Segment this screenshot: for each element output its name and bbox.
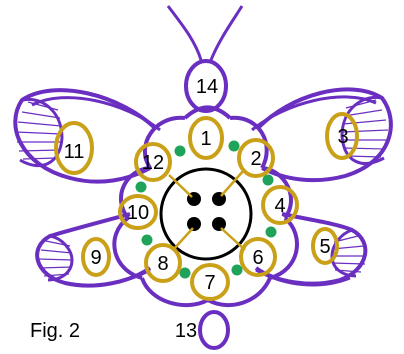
ring-11 xyxy=(54,121,94,175)
label-3: 3 xyxy=(337,126,348,148)
label-10: 10 xyxy=(127,202,149,224)
label-8: 8 xyxy=(157,253,168,275)
label-13: 13 xyxy=(175,320,197,342)
label-6: 6 xyxy=(252,247,263,269)
label-9: 9 xyxy=(90,247,101,269)
ring-5 xyxy=(311,227,339,265)
ring-1 xyxy=(188,116,224,160)
beads xyxy=(135,140,277,279)
bead xyxy=(228,140,240,152)
button xyxy=(159,167,253,261)
gold-rings xyxy=(54,112,359,301)
bead xyxy=(179,267,191,279)
figure-caption: Fig. 2 xyxy=(30,320,80,342)
antenna-right xyxy=(209,5,244,61)
ring-3 xyxy=(325,112,359,160)
ring-10 xyxy=(118,194,158,230)
label-2: 2 xyxy=(250,148,261,170)
label-4: 4 xyxy=(274,195,285,217)
ring-4 xyxy=(261,185,299,225)
button-hole xyxy=(212,217,226,231)
button-hole xyxy=(187,217,201,231)
label-12: 12 xyxy=(142,152,164,174)
ring-7 xyxy=(190,263,230,301)
connector-threads xyxy=(168,169,246,251)
ring-13 xyxy=(198,310,230,350)
ring-labels: 1 2 3 4 5 6 7 8 9 10 11 12 13 14 xyxy=(64,76,349,342)
ring-6 xyxy=(239,237,277,277)
ring-2 xyxy=(237,138,275,178)
wing-upper-left xyxy=(13,88,161,184)
label-7: 7 xyxy=(204,272,215,294)
label-5: 5 xyxy=(319,236,330,258)
bead xyxy=(174,145,186,157)
bead xyxy=(231,264,243,276)
bead xyxy=(135,181,147,193)
label-14: 14 xyxy=(196,76,218,98)
label-11: 11 xyxy=(64,141,85,163)
wing-lower-left xyxy=(35,212,152,288)
antenna-left xyxy=(166,5,203,61)
label-1: 1 xyxy=(200,128,211,150)
body-outline xyxy=(112,105,299,308)
wing-upper-right xyxy=(251,87,393,183)
ring-9 xyxy=(81,237,111,277)
ring-8 xyxy=(144,243,182,283)
bead xyxy=(141,234,153,246)
bead xyxy=(265,226,277,238)
ring-12 xyxy=(134,142,172,182)
bead xyxy=(262,174,274,186)
ring-14 xyxy=(184,59,228,113)
